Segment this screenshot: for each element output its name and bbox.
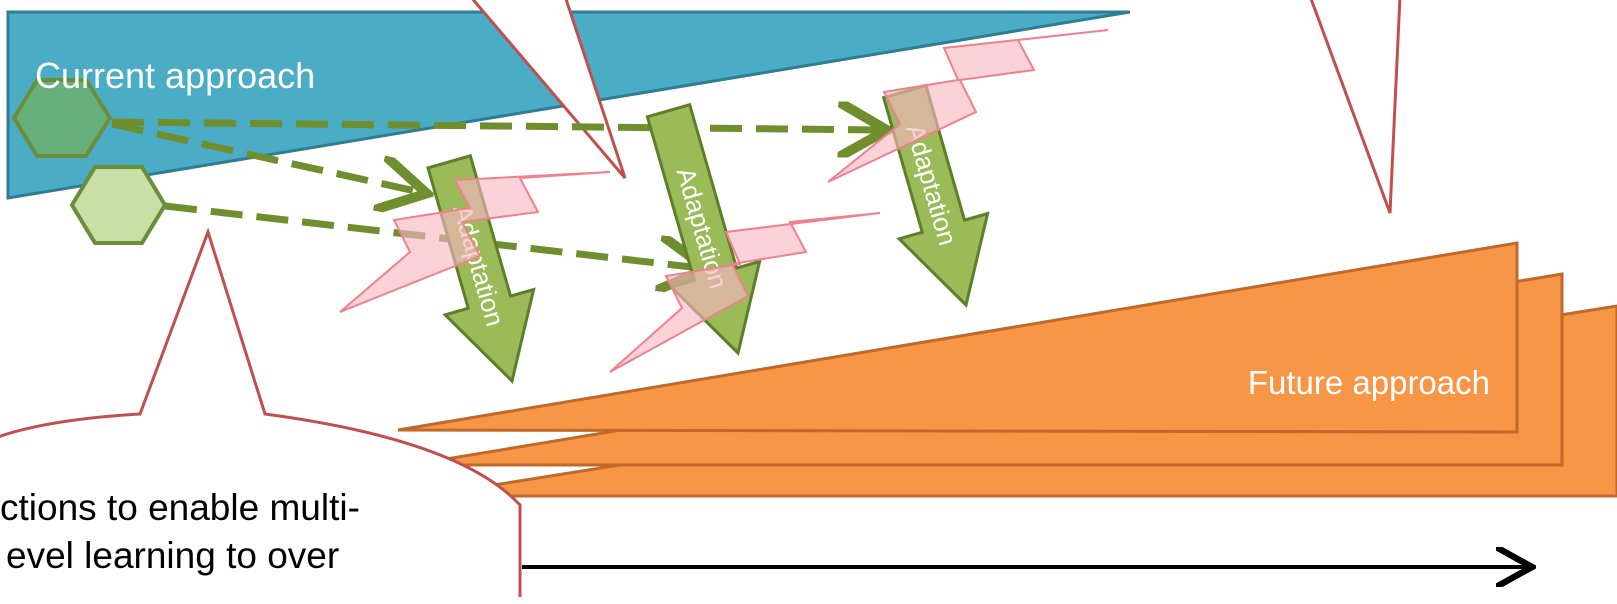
callout-pointer-right [1309,0,1402,214]
hexagon-dark [11,78,113,158]
dashed-arrow-2 [111,120,420,192]
dashed-arrow-1 [111,122,880,130]
current-approach-label: Current approach [35,55,315,96]
lightning-bolt-3 [827,29,1109,183]
future-wedge-front [397,241,1519,434]
hexagon-light [69,165,168,245]
lightning-bolts [339,29,1109,373]
future-approach-label: Future approach [1248,364,1490,401]
lightning-bolt-2 [609,212,881,373]
callout-text-line-2: evel learning to over [6,535,339,576]
dashed-arrows [111,120,880,268]
lightning-bolt-1 [339,171,611,313]
callout-pointers-top [471,0,1402,214]
future-approach-shape [397,241,1617,498]
callout-pointer-left [471,0,627,179]
callout-text-line-1: ctions to enable multi- [0,487,360,528]
